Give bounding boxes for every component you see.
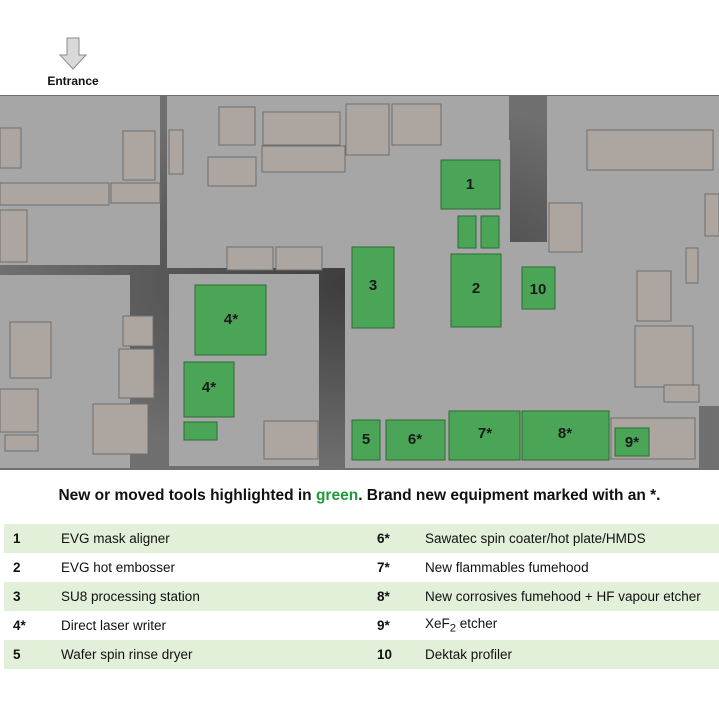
legend-number: 9* <box>377 618 390 633</box>
tool-label-7: 7* <box>478 425 492 442</box>
tool-1-side-a <box>457 215 477 249</box>
legend-label: New corrosives fumehood + HF vapour etch… <box>419 582 719 611</box>
entrance-label: Entrance <box>47 74 99 88</box>
tool-3 <box>351 246 395 329</box>
tool-label-8: 8* <box>558 425 572 442</box>
legend-number: 10 <box>367 640 419 669</box>
legend-number: 8* <box>367 582 419 611</box>
floor-plan: 1 2 3 4* 4* 5 6* 7* 8* 9* 10 <box>0 37 719 470</box>
tool-label-1: 1 <box>466 176 474 193</box>
tool-legend: 1 EVG mask aligner 6* Sawatec spin coate… <box>4 524 719 669</box>
legend-label-part: etcher <box>456 616 498 632</box>
tool-8 <box>521 410 610 461</box>
tool-6 <box>385 419 446 461</box>
existing-equipment <box>0 103 719 460</box>
legend-label: Wafer spin rinse dryer <box>55 640 367 669</box>
new-tools <box>183 159 650 461</box>
legend-row: 5 Wafer spin rinse dryer 10 Dektak profi… <box>4 640 719 669</box>
tool-2 <box>450 253 502 328</box>
tool-4b <box>183 361 235 418</box>
legend-number: 7* <box>377 560 390 575</box>
legend-label: EVG hot embosser <box>61 560 176 575</box>
legend-number: 2 <box>13 560 21 575</box>
tool-10 <box>521 266 556 310</box>
tool-5 <box>351 419 381 461</box>
legend-number: 5 <box>4 640 55 669</box>
legend-label: Sawatec spin coater/hot plate/HMDS <box>419 524 719 553</box>
tool-label-2: 2 <box>472 280 480 297</box>
legend-label: EVG mask aligner <box>55 524 367 553</box>
tool-label-4b: 4* <box>202 379 216 396</box>
legend-number: 1 <box>4 524 55 553</box>
legend-label-part: XeF <box>425 616 450 632</box>
legend-number: 3 <box>4 582 55 611</box>
tool-1-side-b <box>480 215 500 249</box>
tool-label-3: 3 <box>369 277 377 294</box>
tool-4a <box>194 284 267 356</box>
tool-label-10: 10 <box>530 281 547 298</box>
caption-before: New or moved tools highlighted in <box>58 487 316 504</box>
legend-number: 4* <box>13 618 26 633</box>
legend-row: 2 EVG hot embosser 7* New flammables fum… <box>4 553 719 582</box>
legend-row: 3 SU8 processing station 8* New corrosiv… <box>4 582 719 611</box>
legend-label: SU8 processing station <box>55 582 367 611</box>
legend-row: 4* Direct laser writer 9* XeF2 etcher <box>4 611 719 640</box>
caption-highlight: green <box>315 487 359 504</box>
tool-label-9: 9* <box>625 434 639 451</box>
tool-4c <box>183 421 218 441</box>
tool-7 <box>448 410 521 461</box>
legend-number: 6* <box>367 524 419 553</box>
tool-label-4a: 4* <box>224 311 238 328</box>
caption-after: . Brand new equipment marked with an *. <box>358 487 661 504</box>
entrance-arrow-icon <box>58 37 88 70</box>
legend-label: Direct laser writer <box>61 618 167 633</box>
tool-label-5: 5 <box>362 431 370 448</box>
tool-1 <box>440 159 501 210</box>
legend-label: Dektak profiler <box>419 640 719 669</box>
tool-label-6: 6* <box>408 431 422 448</box>
legend-label-subscript: 2 <box>449 622 457 635</box>
legend-label: New flammables fumehood <box>425 560 589 575</box>
legend-label: XeF2 etcher <box>419 611 719 640</box>
legend-row: 1 EVG mask aligner 6* Sawatec spin coate… <box>4 524 719 553</box>
tool-9 <box>614 427 650 457</box>
legend-caption: New or moved tools highlighted in green.… <box>0 487 719 505</box>
